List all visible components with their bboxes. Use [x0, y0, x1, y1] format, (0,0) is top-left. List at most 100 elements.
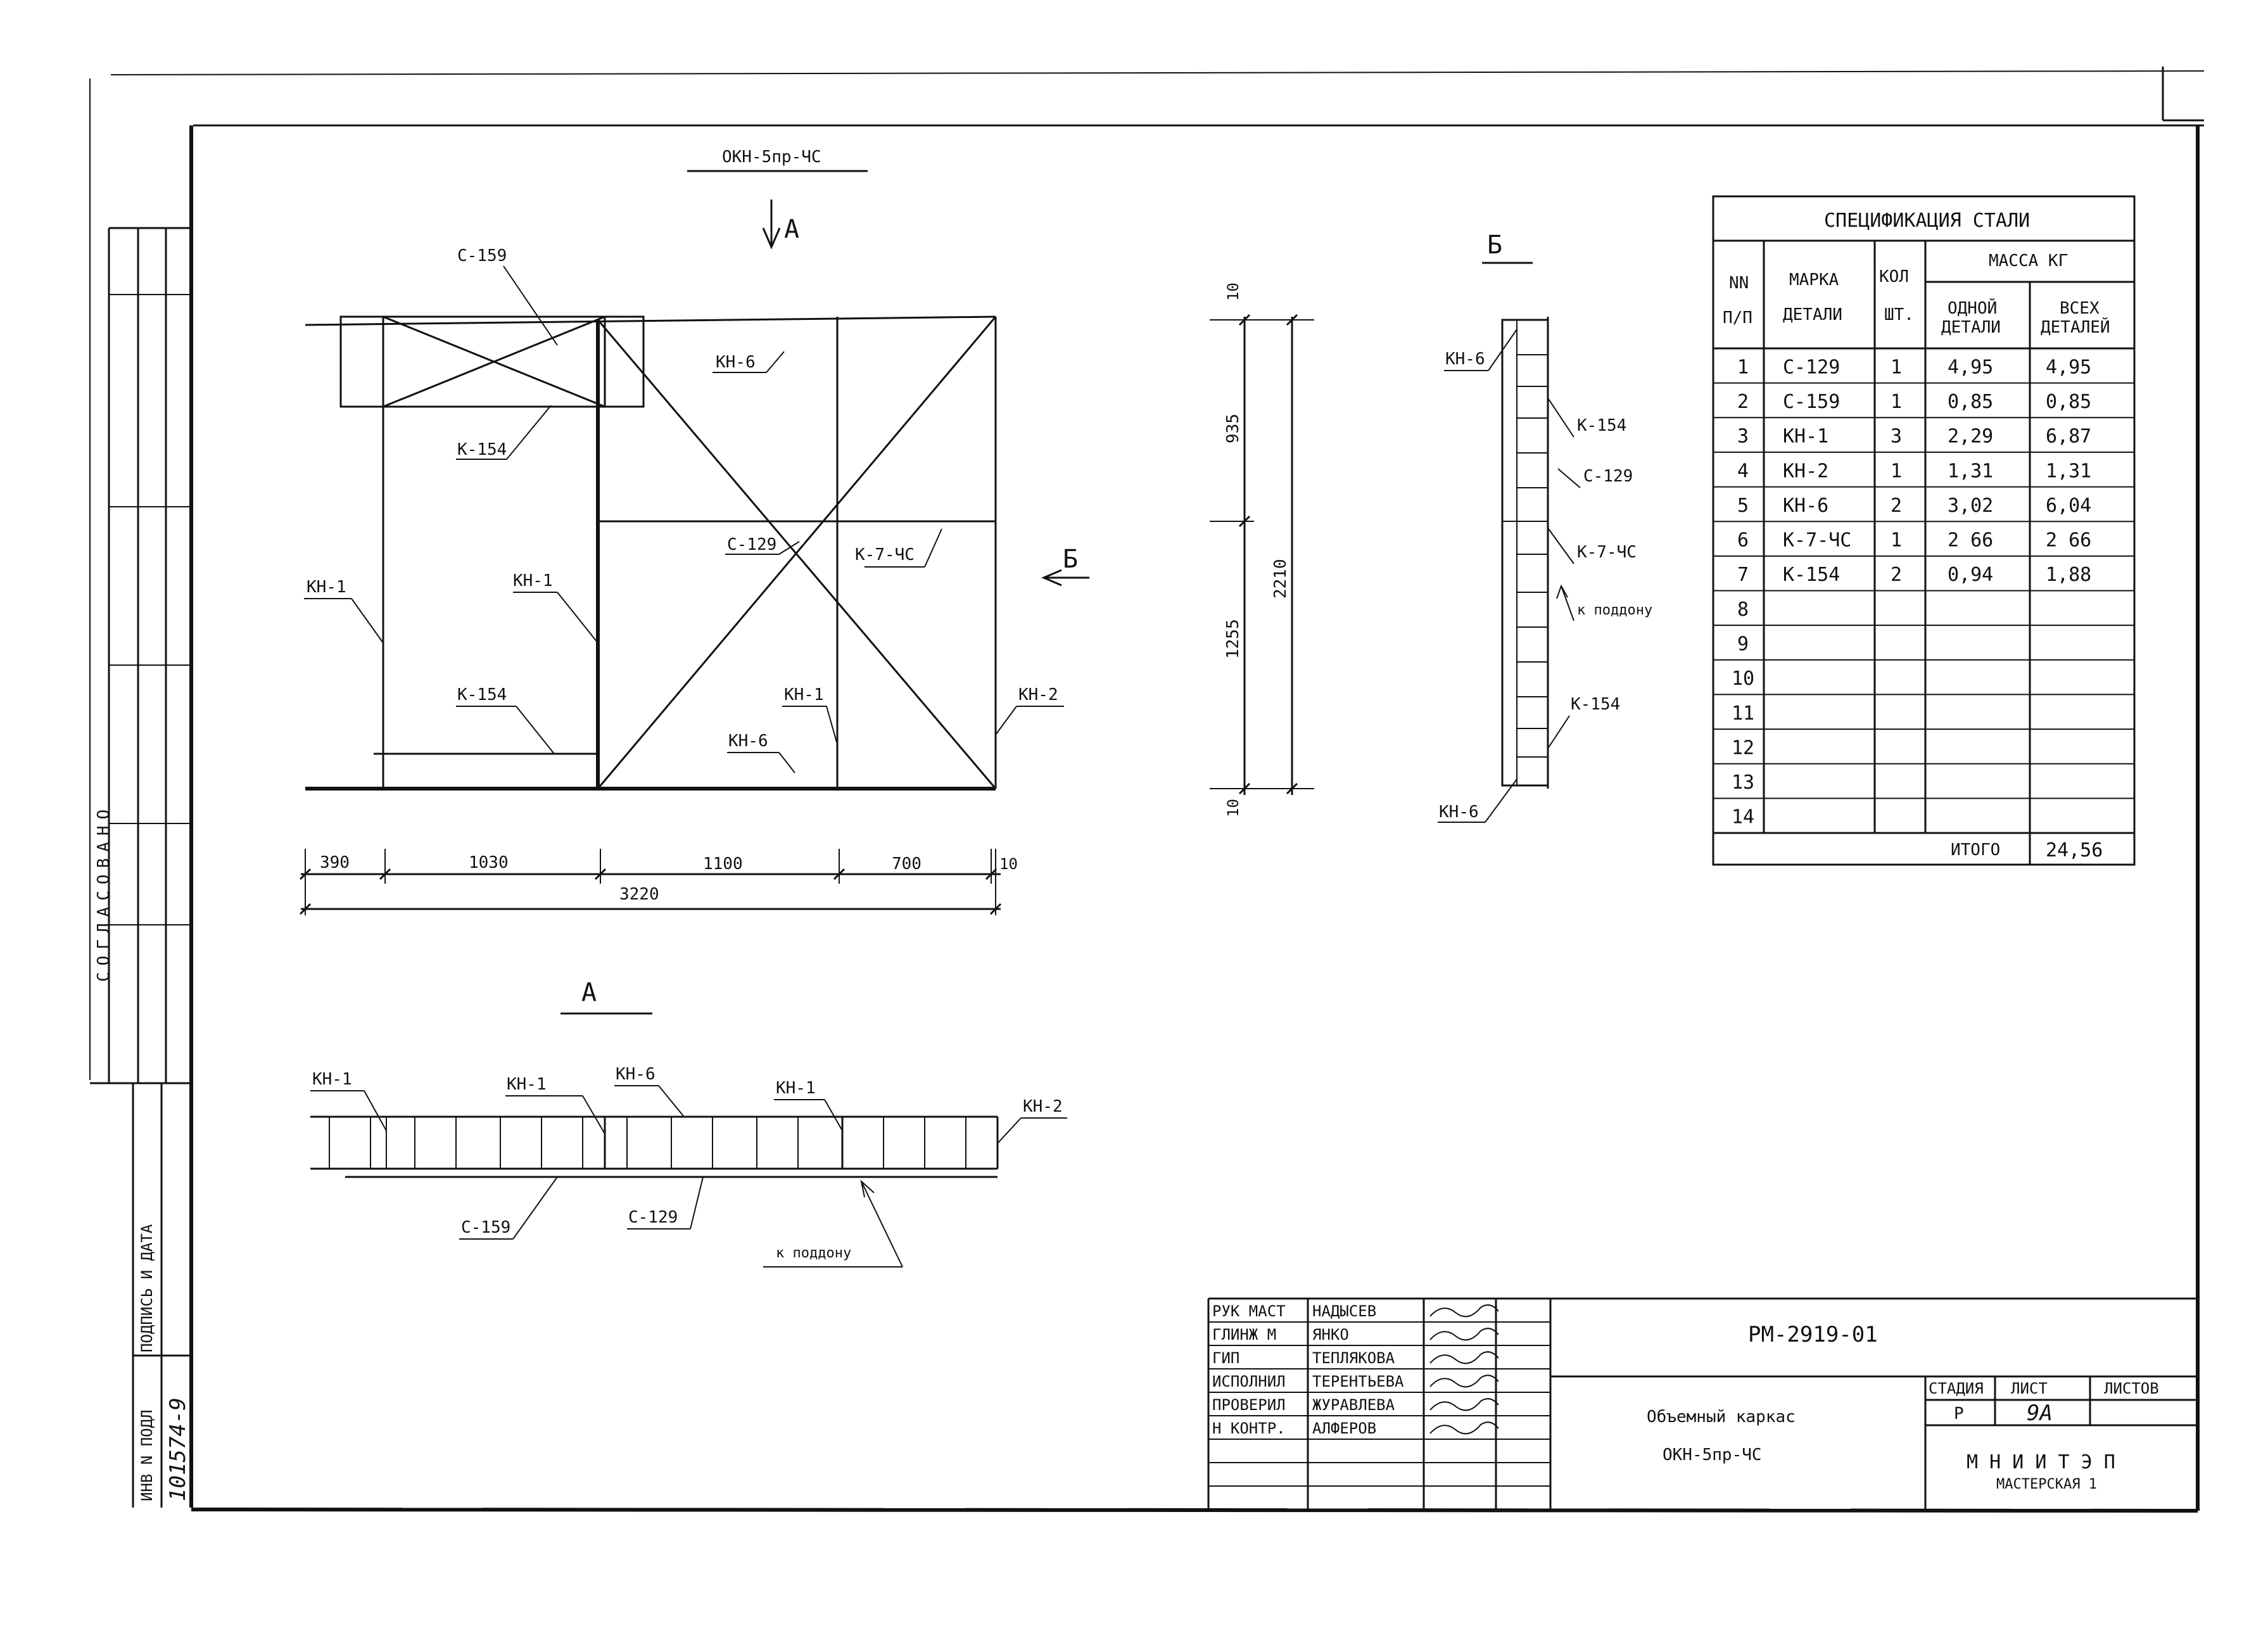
a-label-kn1-c: КН-1 [776, 1079, 816, 1098]
spec-cell-n: 3 [1737, 426, 1749, 448]
spec-cell-mark: КН-2 [1783, 460, 1828, 482]
tb-name: НАДЫСЕВ [1312, 1302, 1376, 1320]
spec-cell-mark: КН-1 [1783, 426, 1828, 448]
view-b: Б КН-6 К-154 С-129 К-7-ЧС к поддону К-15… [1438, 231, 1652, 823]
signature-date-label: ПОДПИСЬ И ДАТА [138, 1224, 156, 1352]
sheets-label: ЛИСТОВ [2104, 1380, 2159, 1397]
signature-mark [1429, 1398, 1499, 1411]
label-k154-bottom: К-154 [457, 685, 507, 704]
a-label-kn1-a: КН-1 [312, 1070, 352, 1089]
spec-cell-all: 1,31 [2046, 460, 2091, 482]
spec-cell-qty: 1 [1891, 460, 1902, 482]
tb-name: АЛФЕРОВ [1312, 1420, 1376, 1437]
spec-cell-all: 6,04 [2046, 495, 2091, 517]
spec-cell-one: 3,02 [1948, 495, 1993, 517]
spec-h-mass: МАССА КГ [1989, 251, 2068, 270]
a-label-kn2: КН-2 [1023, 1097, 1063, 1116]
a-label-c159: С-159 [461, 1218, 510, 1237]
tb-role: ГЛИНЖ М [1212, 1326, 1276, 1344]
dim-390: 390 [320, 853, 350, 872]
spec-h-qty2: ШТ. [1884, 305, 1914, 324]
spec-cell-n: 2 [1737, 391, 1749, 413]
sheet-label: ЛИСТ [2011, 1380, 2048, 1397]
doc-code: РМ-2919-01 [1748, 1322, 1878, 1347]
a-label-kn1-b: КН-1 [507, 1075, 547, 1094]
label-k7: К-7-ЧС [855, 545, 915, 564]
spec-h-nn2: П/П [1723, 308, 1752, 327]
spec-cell-qty: 1 [1891, 356, 1902, 378]
spec-cell-mark: КН-6 [1783, 495, 1828, 517]
side-stamp: СОГЛАСОВАНО ПОДПИСЬ И ДАТА ИНВ N ПОДЛ 10… [90, 227, 191, 1508]
label-c129: С-129 [727, 535, 776, 554]
spec-table: СПЕЦИФИКАЦИЯ СТАЛИ NN П/П МАРКА ДЕТАЛИ К… [1712, 195, 2136, 866]
stage-label: СТАДИЯ [1929, 1380, 1984, 1397]
signature-mark [1429, 1351, 1499, 1364]
spec-cell-n: 10 [1732, 668, 1754, 690]
drawing-title: ОКН-5пр-ЧС [722, 148, 821, 167]
spec-cell-qty: 1 [1891, 530, 1902, 552]
label-k154-top: К-154 [457, 440, 507, 459]
signature-mark [1429, 1375, 1499, 1388]
svg-text:Б: Б [1063, 545, 1078, 574]
tb-name: ТЕПЛЯКОВА [1312, 1349, 1395, 1367]
tb-role: РУК МАСТ [1212, 1302, 1286, 1320]
b-label-pallet: к поддону [1577, 602, 1652, 618]
b-label-k154-top: К-154 [1577, 416, 1626, 435]
tb-role: ПРОВЕРИЛ [1212, 1396, 1286, 1414]
signature-mark [1429, 1421, 1499, 1435]
tb-role: ИСПОЛНИЛ [1212, 1373, 1286, 1390]
spec-cell-mark: К-7-ЧС [1783, 530, 1851, 552]
spec-cell-qty: 3 [1891, 426, 1902, 448]
sheet-value: 9А [2027, 1401, 2053, 1426]
svg-text:А: А [784, 215, 799, 244]
spec-cell-qty: 2 [1891, 564, 1902, 586]
section-b-marker: Б [1041, 545, 1089, 587]
spec-total-value: 24,56 [2046, 839, 2103, 861]
org-name: М Н И И Т Э П [1967, 1451, 2115, 1473]
org-workshop: МАСТЕРСКАЯ 1 [1996, 1477, 2097, 1492]
b-label-c129: С-129 [1583, 467, 1633, 486]
spec-cell-all: 1,88 [2046, 564, 2091, 586]
label-kn1-left: КН-1 [307, 578, 346, 597]
dim-10: 10 [999, 855, 1018, 873]
tb-role: Н КОНТР. [1212, 1420, 1286, 1437]
spec-h-one1: ОДНОЙ [1948, 298, 1997, 318]
stage-value: Р [1954, 1404, 1964, 1423]
spec-total-label: ИТОГО [1951, 841, 2000, 860]
spec-cell-n: 1 [1737, 356, 1749, 378]
spec-cell-n: 14 [1732, 806, 1754, 829]
dim-v-1255: 1255 [1224, 619, 1243, 659]
spec-cell-one: 1,31 [1948, 460, 1993, 482]
spec-cell-n: 9 [1737, 633, 1749, 655]
dim-v-10-bottom: 10 [1224, 799, 1242, 817]
signature-mark [1429, 1304, 1499, 1318]
dim-1030: 1030 [469, 853, 509, 872]
spec-cell-one: 2 66 [1948, 530, 1993, 552]
a-label-pallet: к поддону [776, 1245, 851, 1261]
spec-h-one2: ДЕТАЛИ [1941, 318, 2001, 337]
a-label-kn6: КН-6 [616, 1065, 656, 1084]
view-a: А КН-1 КН-1 КН-6 КН-1 КН [310, 978, 1067, 1268]
label-kn6-top: КН-6 [716, 353, 756, 372]
spec-cell-all: 2 66 [2046, 530, 2091, 552]
view-a-title: А [581, 978, 597, 1007]
spec-cell-qty: 2 [1891, 495, 1902, 517]
spec-title: СПЕЦИФИКАЦИЯ СТАЛИ [1824, 210, 2030, 232]
spec-cell-n: 7 [1737, 564, 1749, 586]
b-label-kn6-bottom: КН-6 [1439, 803, 1479, 822]
spec-h-all1: ВСЕХ [2060, 299, 2100, 318]
section-a-marker: А [762, 200, 799, 250]
spec-cell-mark: С-129 [1783, 356, 1840, 378]
inv-no-label: ИНВ N ПОДЛ [138, 1410, 156, 1502]
spec-cell-mark: С-159 [1783, 391, 1840, 413]
dim-3220: 3220 [619, 885, 659, 904]
spec-h-mark2: ДЕТАЛИ [1783, 305, 1842, 324]
inv-no-value: 101574-9 [165, 1397, 191, 1501]
agreed-label: СОГЛАСОВАНО [94, 803, 113, 982]
spec-cell-n: 8 [1737, 599, 1749, 621]
spec-cell-all: 6,87 [2046, 426, 2091, 448]
b-label-kn6-top: КН-6 [1445, 350, 1485, 369]
spec-h-nn1: NN [1729, 274, 1749, 293]
